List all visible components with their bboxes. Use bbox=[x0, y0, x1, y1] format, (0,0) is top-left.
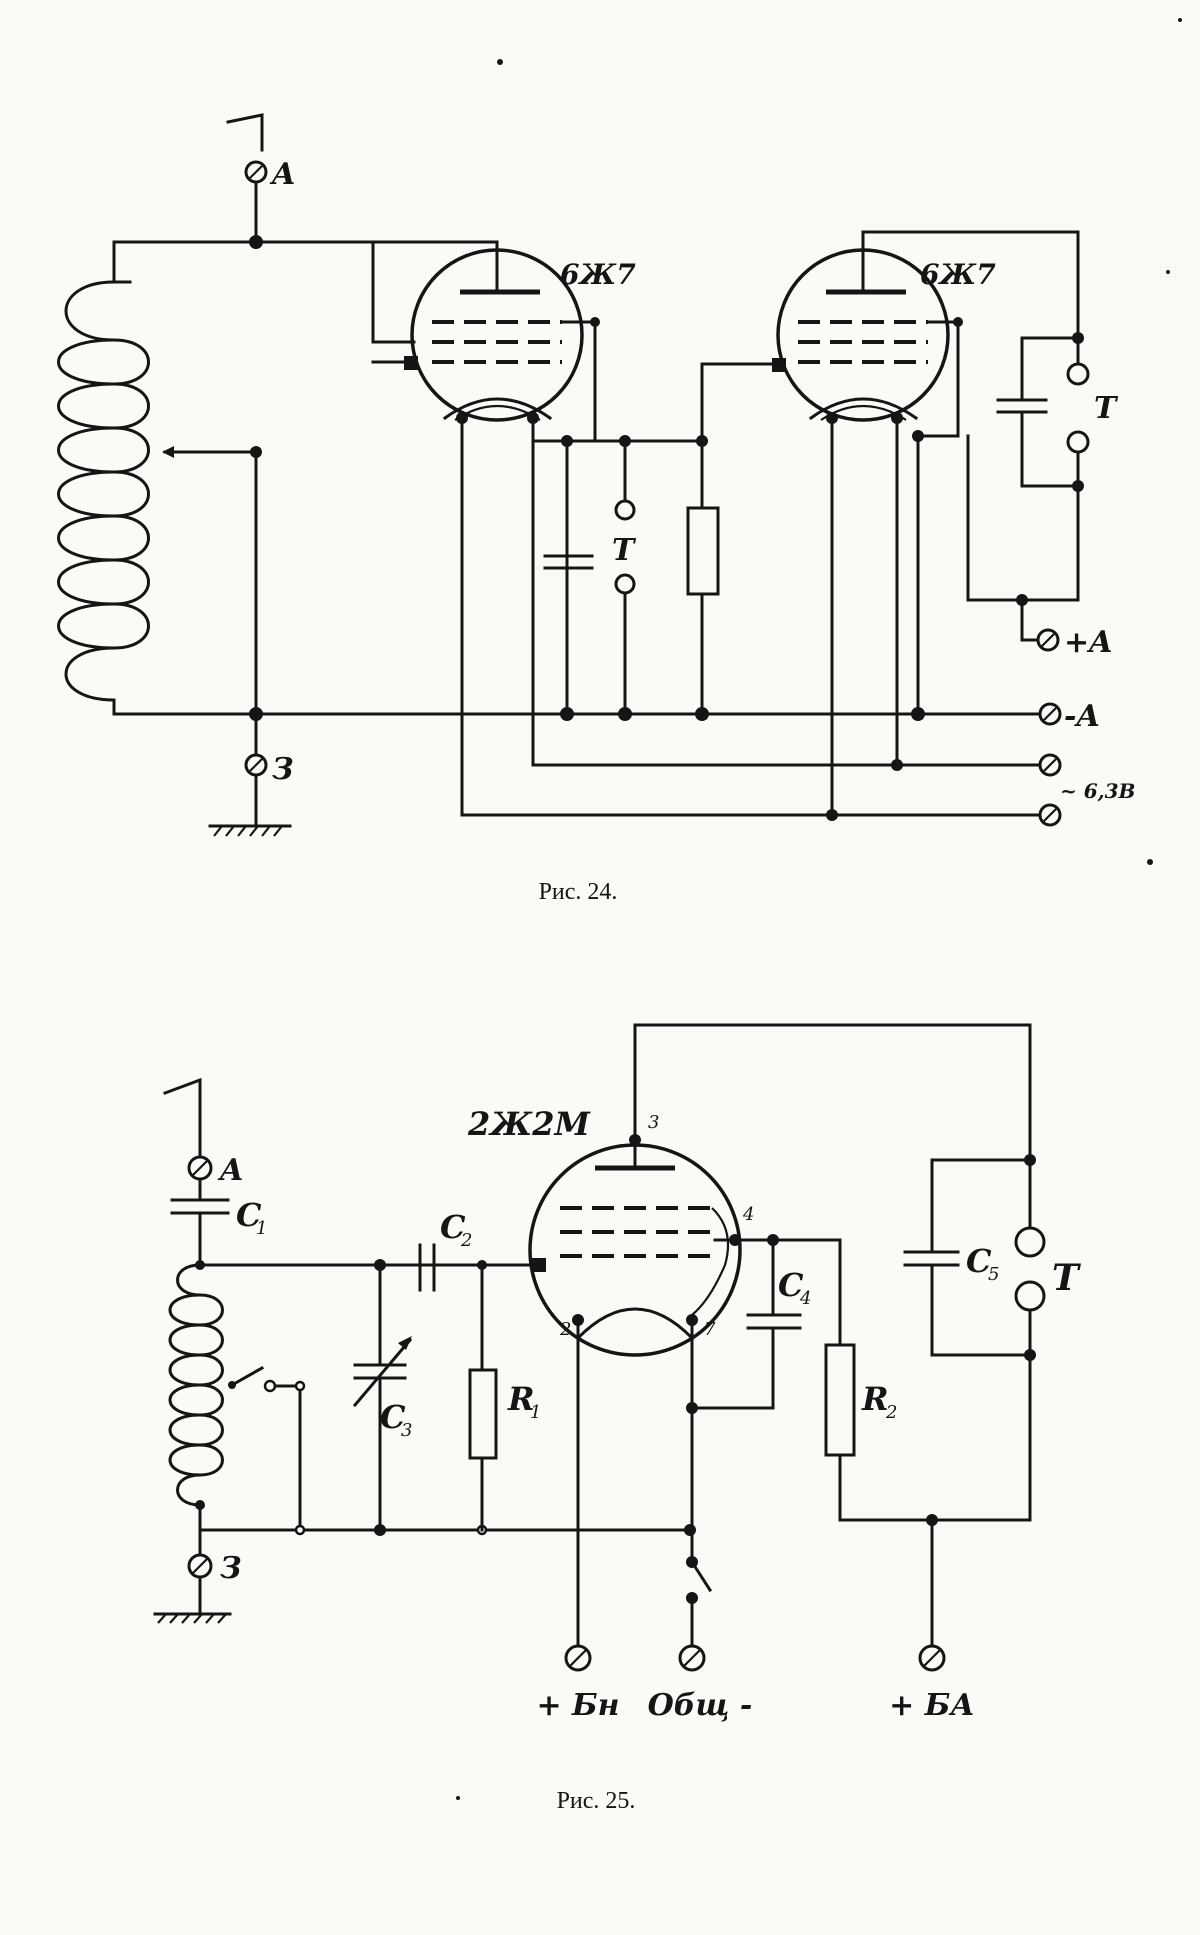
tube-1-label: 6Ж7 bbox=[560, 258, 636, 291]
r2-resistor bbox=[824, 1343, 856, 1457]
c2-label: C bbox=[440, 1208, 466, 1246]
r2-label: R bbox=[861, 1380, 889, 1418]
antenna-label-25: A bbox=[217, 1153, 243, 1188]
phones-2-label: T bbox=[1094, 391, 1119, 426]
figure-24: A З bbox=[57, 113, 1135, 905]
tube-2-label: 6Ж7 bbox=[920, 258, 996, 291]
antenna-label-24: A bbox=[269, 157, 295, 192]
phones-25-bottom[interactable] bbox=[1014, 1280, 1046, 1312]
phones-25-top[interactable] bbox=[1014, 1226, 1046, 1258]
svg-text:2: 2 bbox=[885, 1402, 897, 1423]
common-label: Общ - bbox=[648, 1688, 753, 1723]
ground-symbol-25 bbox=[153, 1612, 232, 1624]
svg-text:4: 4 bbox=[799, 1288, 811, 1309]
pin-2-label: 2 bbox=[559, 1319, 571, 1340]
r1-label: R bbox=[507, 1380, 535, 1418]
ground-symbol-24 bbox=[208, 824, 292, 837]
pin-3-label: 3 bbox=[648, 1112, 659, 1133]
tube-label-25: 2Ж2М bbox=[467, 1105, 592, 1143]
svg-text:2: 2 bbox=[460, 1230, 472, 1251]
figure-25: A C 1 bbox=[153, 1023, 1081, 1814]
figure-25-caption: Рис. 25. bbox=[557, 1788, 636, 1814]
minus-a-label: -A bbox=[1064, 699, 1100, 734]
plus-ba-label: + БА bbox=[889, 1688, 975, 1723]
tube-2zh2m bbox=[528, 1138, 742, 1357]
pin-7-label: 7 bbox=[704, 1319, 716, 1340]
antenna-symbol-24 bbox=[226, 113, 264, 152]
filament-label: ~ 6,3В bbox=[1060, 779, 1135, 803]
phones-1-bottom[interactable] bbox=[614, 573, 636, 595]
c1-label: C bbox=[236, 1196, 262, 1234]
phones-1-label: T bbox=[612, 533, 637, 568]
phones-2-bottom[interactable] bbox=[1066, 430, 1090, 454]
r1-resistor bbox=[468, 1368, 498, 1460]
c4-label: C bbox=[778, 1266, 804, 1304]
phones-25-label: T bbox=[1052, 1257, 1081, 1299]
plus-a-label: +A bbox=[1064, 625, 1112, 660]
coil-24 bbox=[57, 280, 258, 716]
svg-text:5: 5 bbox=[988, 1264, 999, 1285]
plus-bn-label: + Бн bbox=[536, 1688, 619, 1723]
c5-label: C bbox=[966, 1242, 992, 1280]
resistor-24 bbox=[686, 506, 720, 596]
ground-label-25: З bbox=[220, 1551, 242, 1586]
svg-text:1: 1 bbox=[530, 1402, 541, 1423]
svg-text:3: 3 bbox=[401, 1420, 412, 1441]
tube-1-6zh7 bbox=[410, 240, 584, 422]
c3-label: C bbox=[380, 1398, 406, 1436]
ground-label-24: З bbox=[272, 752, 294, 787]
figure-24-caption: Рис. 24. bbox=[539, 879, 618, 905]
scan-specks bbox=[456, 18, 1182, 1800]
phones-1-top[interactable] bbox=[614, 499, 636, 521]
pin-4-label: 4 bbox=[742, 1204, 754, 1225]
phones-2-top[interactable] bbox=[1066, 362, 1090, 386]
antenna-symbol-25 bbox=[163, 1077, 202, 1157]
coil-25 bbox=[168, 1263, 224, 1507]
svg-text:1: 1 bbox=[256, 1218, 267, 1239]
